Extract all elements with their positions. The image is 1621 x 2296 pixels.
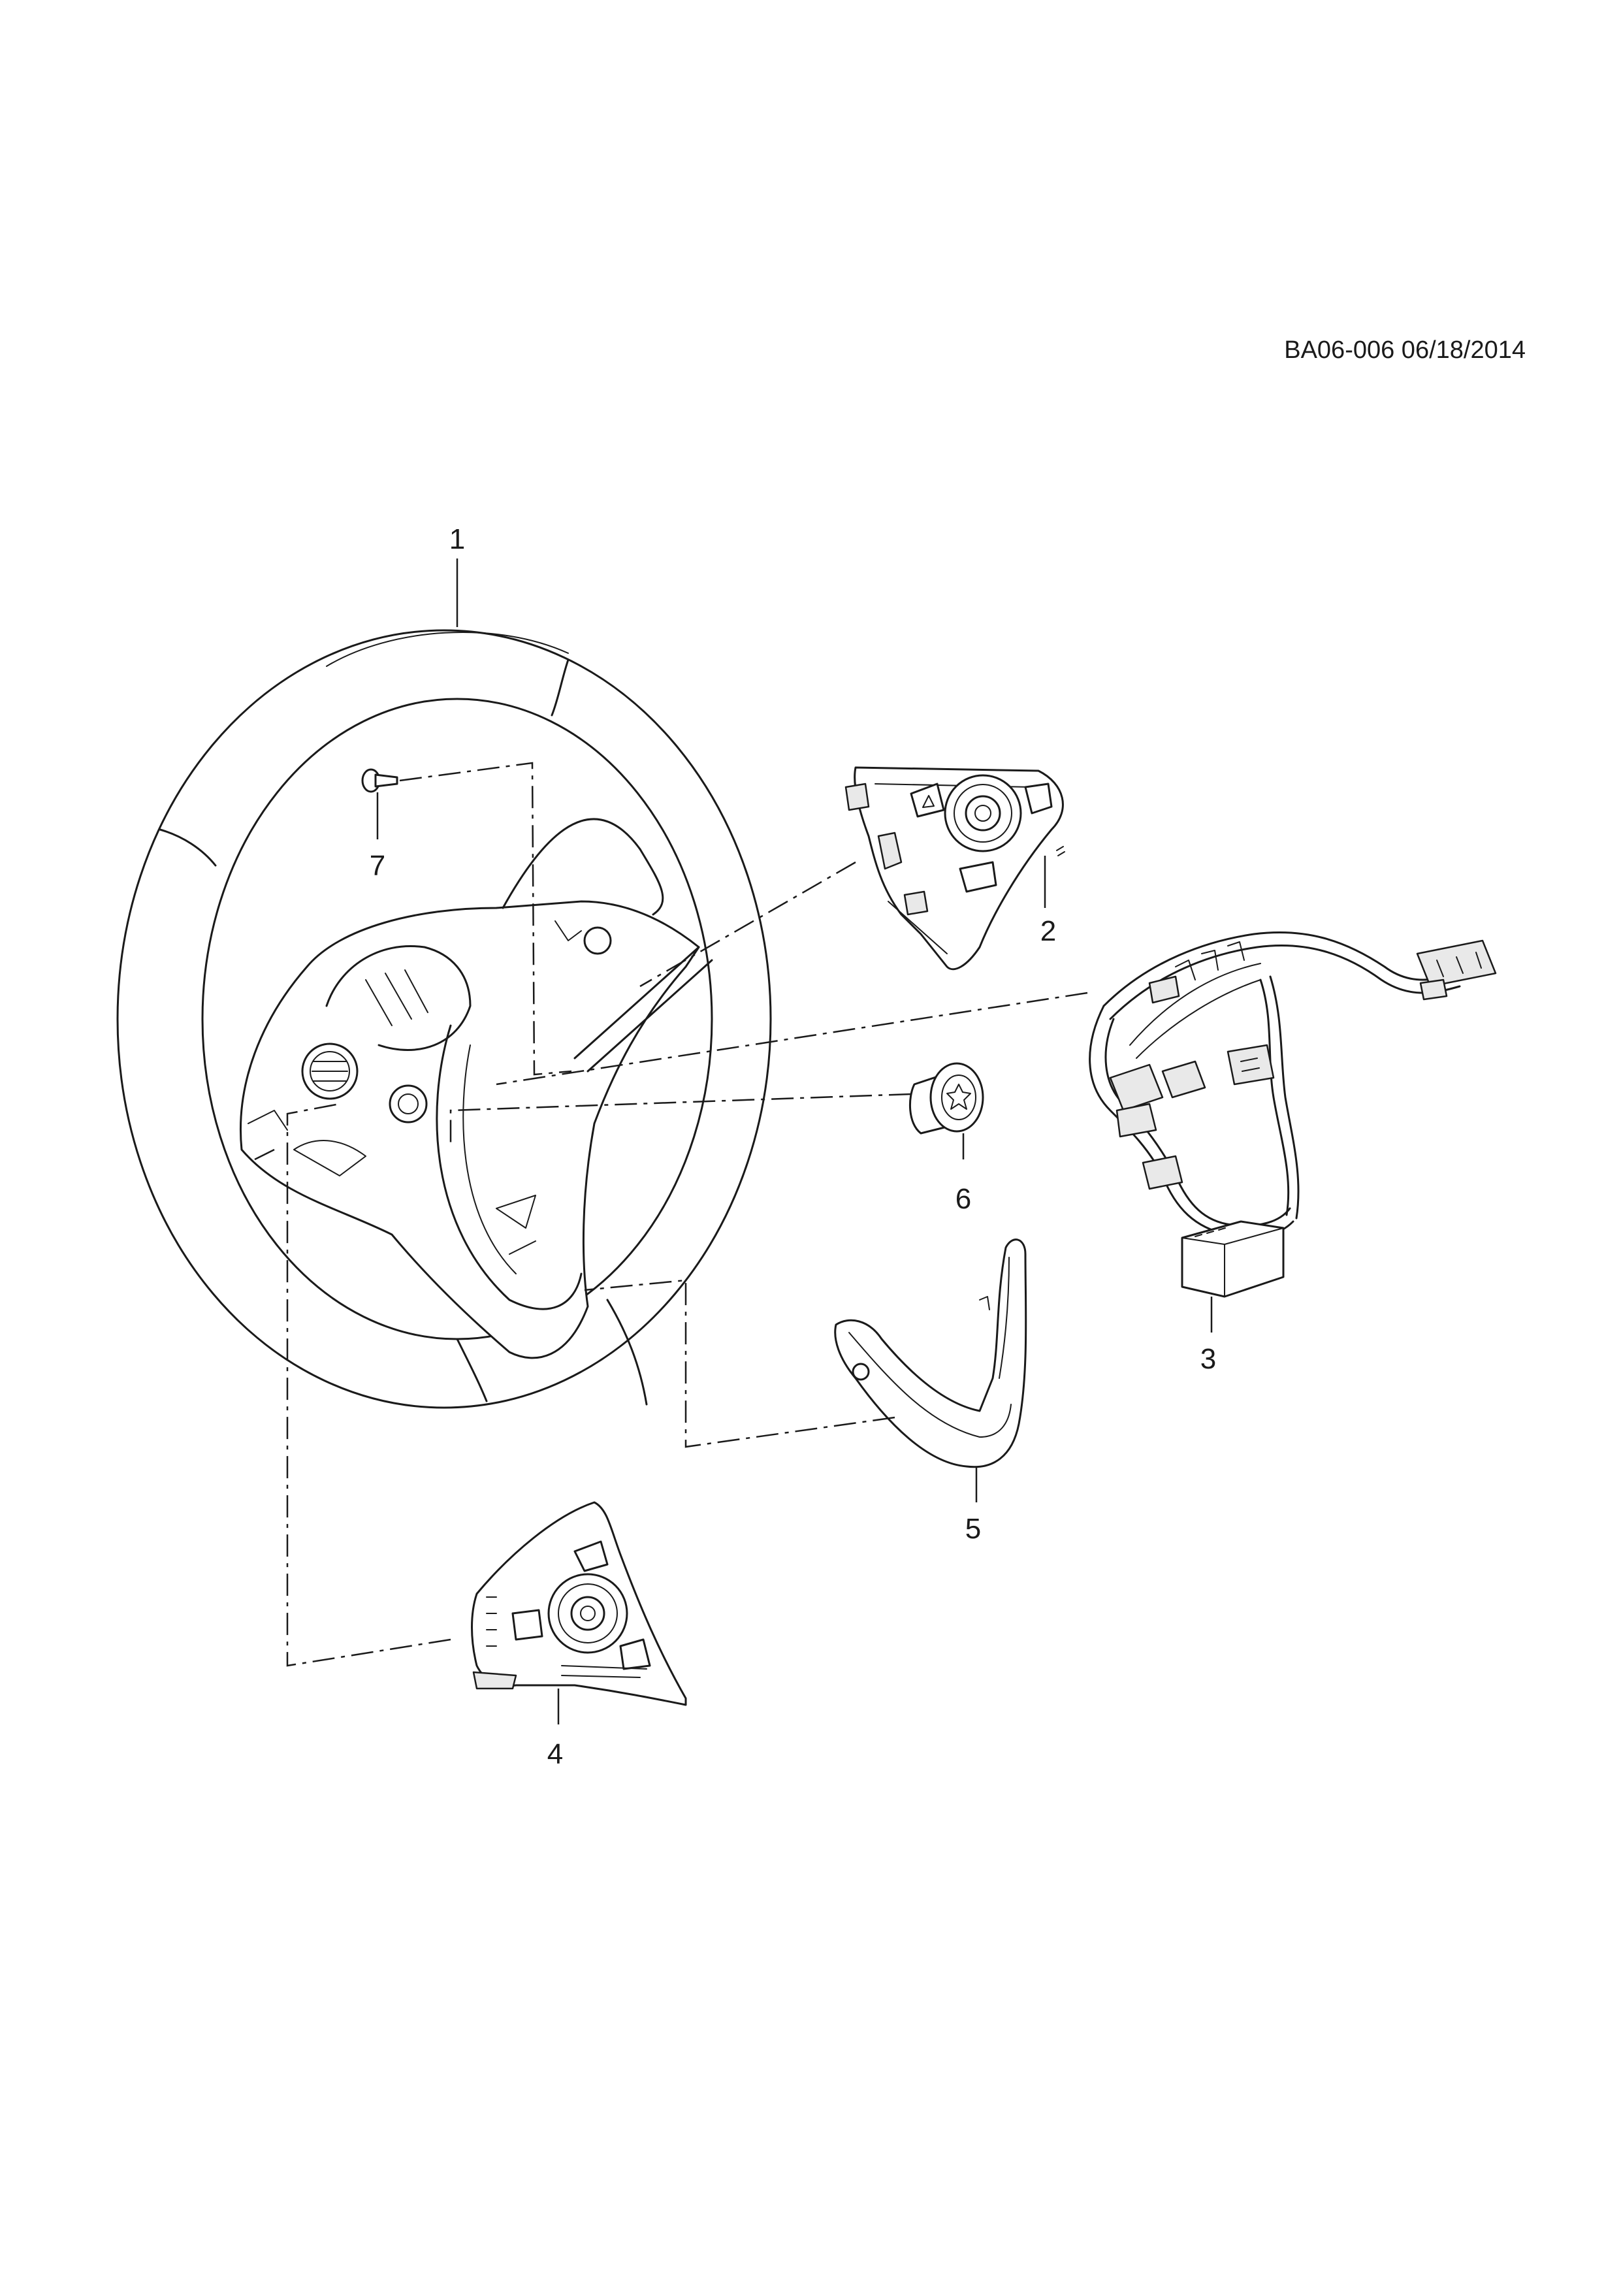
callout-7: 7	[370, 850, 385, 882]
callout-2: 2	[1040, 915, 1056, 947]
wiring-harness	[1089, 931, 1497, 1298]
callouts: 1 7 2 6 3 5 4	[370, 523, 1216, 1770]
callout-1: 1	[449, 523, 465, 555]
reference-code: BA06-006 06/18/2014	[1284, 336, 1526, 364]
lower-trim-cover	[834, 1238, 1027, 1468]
callout-6: 6	[955, 1183, 971, 1215]
callout-4: 4	[547, 1738, 563, 1770]
right-switch-assembly	[844, 766, 1065, 971]
assembly-lines	[254, 762, 1088, 1667]
left-switch-assembly	[471, 1501, 687, 1706]
callout-3: 3	[1200, 1343, 1216, 1375]
screw	[908, 1062, 984, 1135]
bolt	[361, 768, 398, 793]
callout-5: 5	[965, 1513, 981, 1545]
steering-wheel	[116, 629, 772, 1409]
